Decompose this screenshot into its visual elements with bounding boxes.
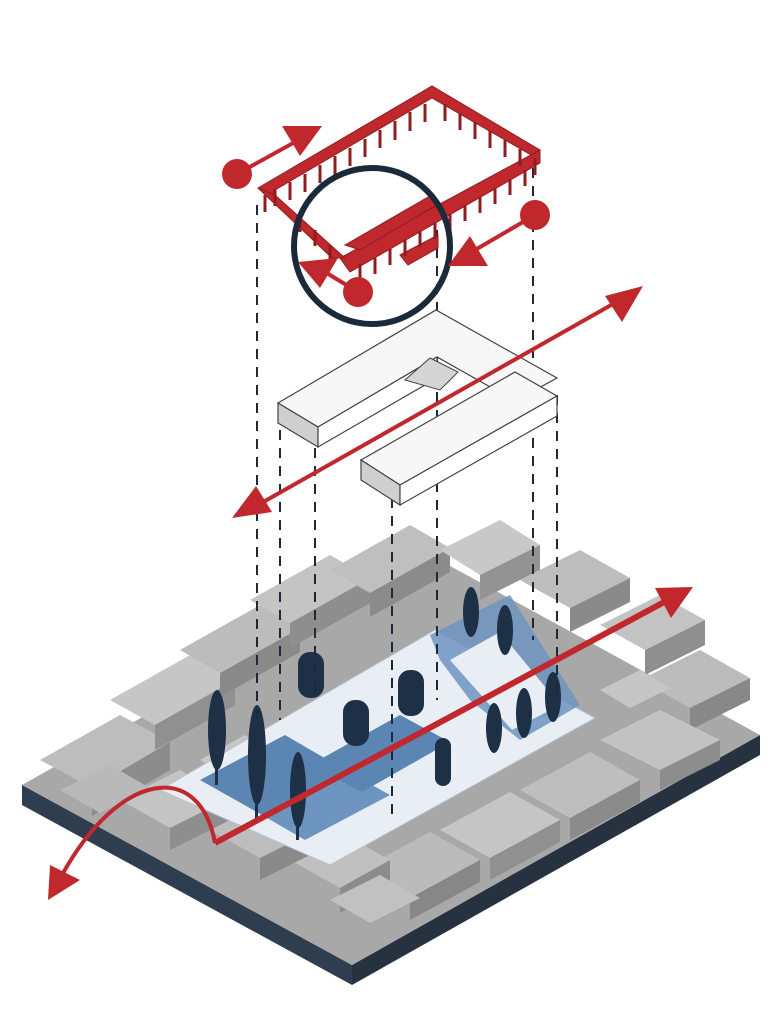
flow-top-right-in bbox=[448, 200, 550, 266]
colonnade-frame bbox=[258, 86, 540, 280]
volume-blocks bbox=[278, 310, 557, 505]
